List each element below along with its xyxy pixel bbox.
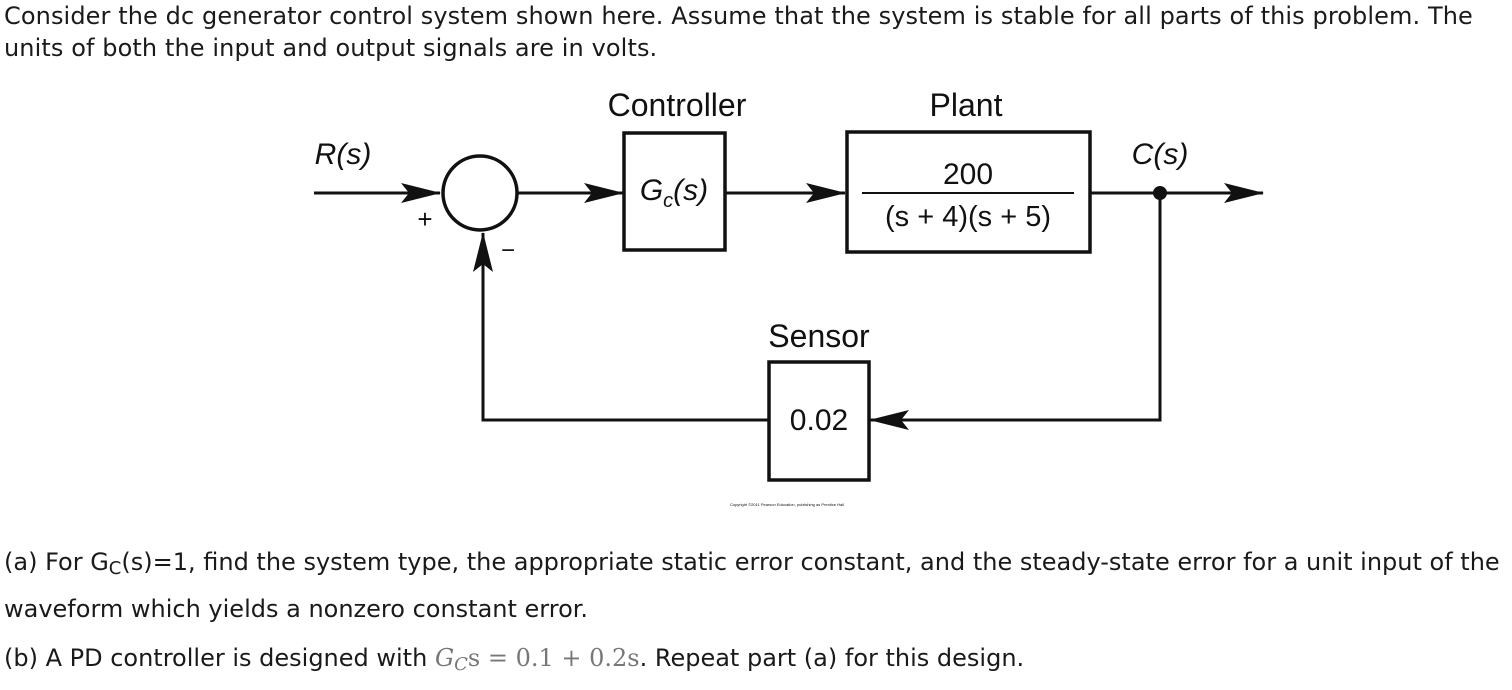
plant-heading: Plant	[930, 87, 1003, 123]
part-a-prefix: (a) For G	[4, 548, 109, 576]
question-part-a: (a) For GC(s)=1, find the system type, t…	[4, 542, 1510, 629]
sensor-gain: 0.02	[790, 404, 848, 437]
pd-math-subscript: C	[454, 654, 468, 675]
sensor-heading: Sensor	[768, 318, 870, 354]
sum-plus-sign: +	[417, 204, 432, 234]
part-b-prefix: (b) A PD controller is designed with	[4, 644, 435, 672]
part-a-subscript: C	[108, 558, 122, 579]
pd-math-g: G	[434, 644, 455, 672]
question-part-b: (b) A PD controller is designed with GCs…	[4, 638, 1510, 685]
plant-numerator: 200	[943, 158, 993, 191]
output-label: C(s)	[1132, 138, 1189, 171]
sum-minus-sign: −	[501, 237, 515, 264]
problem-intro: Consider the dc generator control system…	[4, 2, 1473, 62]
controller-block	[622, 131, 727, 252]
input-label: R(s)	[315, 138, 372, 171]
controller-heading: Controller	[608, 87, 747, 123]
plant-denominator: (s + 4)(s + 5)	[885, 201, 1051, 233]
controller-transfer-function: Gc(s)	[640, 174, 708, 212]
pd-controller-expression: GCs = 0.1 + 0.2s	[434, 644, 640, 675]
copyright-note: Copyright ©2011 Pearson Education, publi…	[730, 502, 844, 507]
summing-junction	[441, 154, 519, 232]
feedback-line-right	[869, 193, 1162, 430]
part-b-suffix: . Repeat part (a) for this design.	[639, 644, 1025, 672]
part-a-suffix: (s)=1, find the system type, the appropr…	[4, 548, 1500, 623]
sensor-block	[767, 360, 871, 482]
feedback-line-left	[473, 232, 769, 422]
pd-math-rest: s = 0.1 + 0.2s	[467, 644, 640, 672]
